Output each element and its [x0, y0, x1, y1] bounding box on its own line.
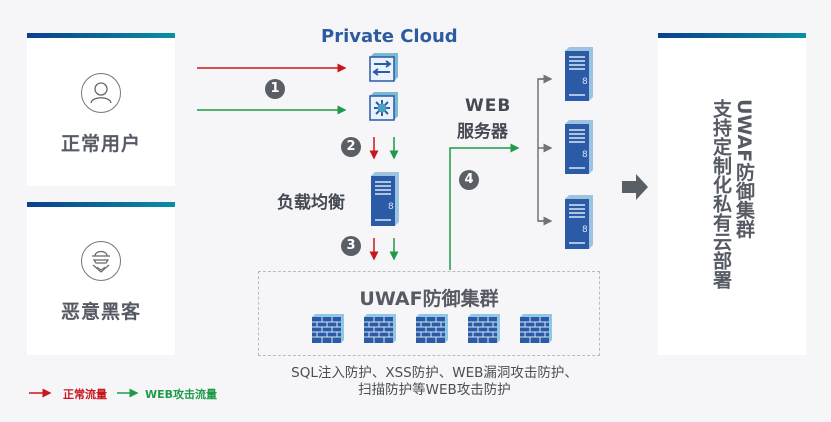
hacker-icon — [81, 241, 121, 281]
step-3-badge: 3 — [341, 236, 361, 256]
protection-note: SQL注入防护、XSS防护、WEB漏洞攻击防护、 扫描防护等WEB攻击防护 — [262, 365, 607, 399]
legend-normal-traffic: 正常流量 — [63, 388, 107, 401]
svg-text:8: 8 — [582, 150, 588, 160]
firewall-icon — [312, 314, 344, 343]
deployment-card: UWAF防御集群 支持定制化私有云部署 — [658, 33, 806, 355]
user-icon — [81, 73, 121, 113]
hacker-card: 恶意黑客 — [27, 202, 175, 355]
router-icon — [369, 53, 398, 82]
server-branch-line — [537, 78, 550, 222]
web-server-icon: 8 — [565, 120, 593, 174]
step-1-badge: 1 — [265, 79, 285, 99]
deployment-text-line2: 支持定制化私有云部署 — [710, 99, 732, 289]
card-accent-bar — [27, 33, 175, 38]
switch-icon — [369, 92, 398, 121]
normal-user-card: 正常用户 — [27, 33, 175, 186]
svg-text:8: 8 — [582, 225, 588, 235]
svg-text:8: 8 — [582, 77, 588, 87]
legend-arrows — [29, 388, 139, 398]
web-server-label-line2: 服务器 — [457, 122, 508, 142]
load-balancer-label: 负载均衡 — [277, 193, 345, 213]
clean-traffic-arrow — [449, 143, 520, 270]
card-accent-bar — [658, 33, 806, 38]
web-server-icon: 8 — [565, 47, 593, 101]
diagram-title: Private Cloud — [321, 26, 458, 47]
firewall-icon — [416, 314, 448, 343]
step-2-badge: 2 — [341, 137, 361, 157]
deployment-text-line1: UWAF防御集群 — [733, 99, 755, 239]
uwaf-cluster-box: UWAF防御集群 — [258, 271, 600, 356]
firewall-icon — [468, 314, 500, 343]
uwaf-cluster-label: UWAF防御集群 — [359, 288, 499, 310]
card-accent-bar — [27, 202, 175, 207]
firewall-icon — [364, 314, 396, 343]
load-balancer-server-icon: 8 — [371, 172, 399, 226]
firewall-icon — [520, 314, 552, 343]
svg-text:8: 8 — [388, 202, 394, 212]
hacker-label: 恶意黑客 — [60, 301, 141, 323]
protection-note-line2: 扫描防护等WEB攻击防护 — [358, 382, 511, 398]
web-server-icon: 8 — [565, 195, 593, 249]
normal-user-label: 正常用户 — [60, 133, 141, 155]
step-4-badge: 4 — [459, 170, 479, 190]
legend-attack-traffic: WEB攻击流量 — [145, 388, 218, 401]
web-server-label-line1: WEB — [465, 96, 512, 116]
big-right-arrow-icon — [622, 174, 648, 200]
protection-note-line1: SQL注入防护、XSS防护、WEB漏洞攻击防护、 — [291, 365, 578, 381]
